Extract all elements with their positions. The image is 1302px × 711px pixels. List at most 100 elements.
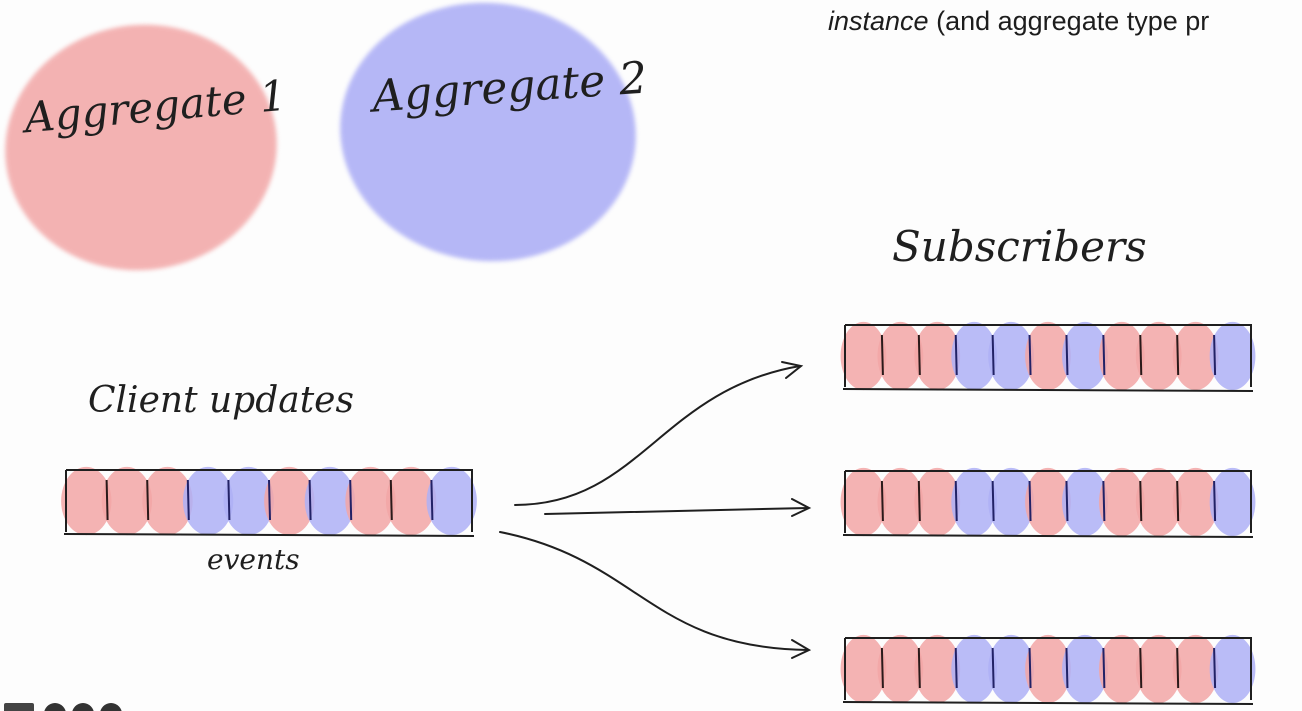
event-cell-red [1025, 634, 1071, 704]
arrow-head-2 [791, 498, 812, 517]
event-cell-red [1098, 467, 1145, 537]
event-cell-blue [1209, 634, 1256, 704]
event-cell-red [1098, 634, 1145, 704]
event-divider [1176, 480, 1180, 522]
event-divider [186, 479, 190, 521]
event-divider [1176, 647, 1180, 689]
event-divider [389, 479, 393, 521]
event-divider [349, 479, 353, 521]
event-divider [1213, 647, 1217, 689]
event-divider [954, 647, 958, 689]
top-caption-italic: instance [828, 6, 929, 36]
event-cell-blue [223, 466, 274, 536]
event-cell-red [142, 466, 193, 536]
event-cell-blue [951, 467, 998, 537]
event-cell-blue [1209, 321, 1256, 391]
event-divider [430, 479, 434, 521]
event-cell-blue [1062, 634, 1108, 704]
event-cell-blue [1062, 467, 1108, 537]
event-divider [1213, 480, 1217, 522]
stream-frame [842, 470, 1254, 538]
event-divider [917, 480, 921, 522]
event-cell-red [877, 321, 924, 391]
arrow-to-subscriber-3 [499, 531, 809, 651]
event-divider [1139, 334, 1143, 376]
event-divider [105, 479, 109, 521]
event-divider [308, 479, 312, 521]
events-label: events [207, 543, 300, 576]
stream-frame [842, 637, 1254, 705]
event-divider [991, 480, 995, 522]
arrow-head-3 [791, 639, 812, 659]
event-cell-red [840, 634, 887, 704]
subscriber-stream-3 [840, 634, 1256, 705]
fanout-arrows [499, 361, 812, 659]
event-divider [880, 647, 884, 689]
event-divider [880, 334, 884, 376]
event-divider [880, 480, 884, 522]
event-cell-red [914, 321, 961, 391]
event-cell-blue [304, 466, 356, 536]
top-caption: instance (and aggregate type pr [828, 6, 1302, 37]
event-cell-blue [426, 466, 477, 536]
event-divider [917, 647, 921, 689]
control-icon [72, 703, 94, 711]
event-cell-red [840, 321, 887, 391]
event-divider [1102, 480, 1106, 522]
event-cell-blue [988, 467, 1034, 537]
event-divider [1028, 647, 1032, 689]
event-divider [1065, 647, 1069, 689]
event-cell-red [345, 466, 396, 536]
event-divider [1176, 334, 1180, 376]
stream-frame [842, 324, 1254, 392]
arrow-head-1 [781, 361, 804, 379]
stream-frame [63, 469, 475, 537]
event-cell-blue [951, 321, 998, 391]
arrow-to-subscriber-2 [544, 507, 809, 515]
event-cell-red [385, 466, 437, 536]
event-divider [917, 334, 921, 376]
event-cell-red [1135, 321, 1182, 391]
subscriber-stream-2 [840, 467, 1256, 538]
event-cell-blue [988, 634, 1034, 704]
event-divider [1213, 334, 1217, 376]
event-cell-red [1025, 467, 1071, 537]
control-icon [44, 703, 66, 711]
event-cell-red [877, 634, 924, 704]
top-caption-rest: (and aggregate type pr [928, 6, 1210, 36]
event-cell-red [1025, 321, 1071, 391]
event-divider [1065, 334, 1069, 376]
event-cell-red [101, 466, 153, 536]
subscriber-stream-1 [840, 321, 1256, 392]
event-divider [227, 479, 231, 521]
event-divider [991, 334, 995, 376]
control-icon [4, 703, 34, 711]
client-updates-label: Client updates [88, 380, 354, 421]
event-cell-blue [1209, 467, 1256, 537]
event-divider [991, 647, 995, 689]
event-cell-red [1135, 634, 1182, 704]
event-cell-blue [988, 321, 1034, 391]
event-cell-red [1135, 467, 1182, 537]
control-icon [100, 703, 122, 711]
event-cell-blue [182, 466, 234, 536]
event-divider [954, 334, 958, 376]
event-cell-red [1098, 321, 1145, 391]
arrow-to-subscriber-1 [514, 365, 801, 506]
event-cell-red [877, 467, 924, 537]
player-controls-strip [0, 697, 140, 711]
event-cell-red [1172, 321, 1219, 391]
event-divider [1028, 334, 1032, 376]
event-divider [1028, 480, 1032, 522]
event-divider [146, 479, 150, 521]
event-cell-red [840, 467, 887, 537]
event-cell-red [264, 466, 315, 536]
client-event-cells [61, 466, 477, 537]
event-cell-red [914, 634, 961, 704]
event-cell-red [1172, 467, 1219, 537]
event-divider [1065, 480, 1069, 522]
subscribers-label: Subscribers [892, 222, 1147, 271]
event-divider [268, 479, 271, 521]
event-divider [954, 480, 958, 522]
